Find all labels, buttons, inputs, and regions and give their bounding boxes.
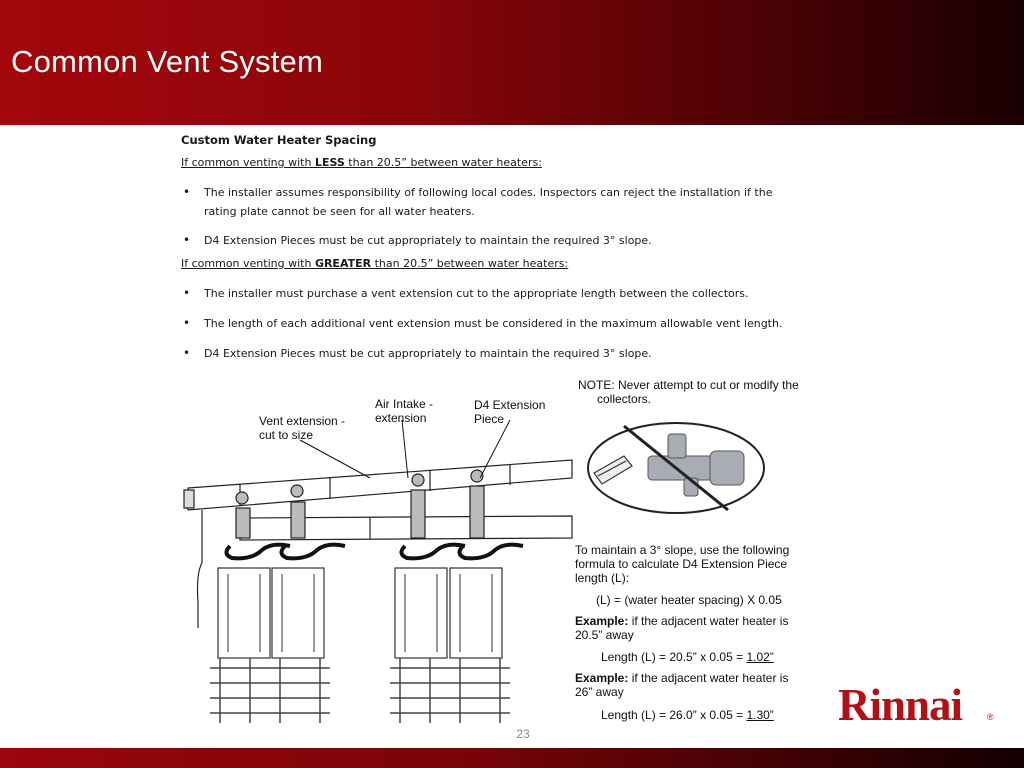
- slide-footer-bar: [0, 748, 1024, 768]
- example-result: 1.02”: [746, 650, 774, 664]
- example-1-calc: Length (L) = 20.5” x 0.05 = 1.02”: [601, 650, 851, 664]
- example-text: 26” away: [575, 685, 624, 699]
- water-heater-unit: [271, 567, 325, 659]
- connector: [410, 489, 426, 539]
- formula-intro-text: formula to calculate D4 Extension Piece: [575, 557, 788, 571]
- condition-less-keyword: LESS: [314, 156, 345, 169]
- bullet-icon: •: [183, 346, 191, 360]
- example-label: Example:: [575, 614, 629, 628]
- bullet-icon: •: [183, 316, 191, 330]
- bullet-text: The length of each additional vent exten…: [204, 317, 783, 330]
- connector: [235, 507, 251, 539]
- collector-cap: [470, 469, 484, 483]
- bullet-text: D4 Extension Pieces must be cut appropri…: [204, 347, 652, 360]
- example-text: if the adjacent water heater is: [628, 614, 789, 628]
- callout-air-intake: Air Intake - extension: [375, 397, 433, 425]
- formula-intro-text: To maintain a 3° slope, use the followin…: [575, 543, 790, 557]
- collector-cap: [235, 491, 249, 505]
- callout-text: cut to size: [259, 428, 314, 442]
- example-calc-text: Length (L) = 20.5” x 0.05 =: [601, 650, 747, 664]
- example-2: Example: if the adjacent water heater is…: [575, 671, 825, 699]
- callout-text: Piece: [474, 412, 505, 426]
- condition-greater-keyword: GREATER: [314, 257, 372, 270]
- callout-d4-extension: D4 Extension Piece: [474, 398, 545, 426]
- bullet-icon: •: [183, 286, 191, 300]
- condition-less: If common venting with LESS than 20.5” b…: [181, 156, 542, 169]
- formula-intro: To maintain a 3° slope, use the followin…: [575, 543, 825, 585]
- flex-hose: [224, 542, 291, 561]
- flex-hose: [399, 542, 466, 561]
- callout-text: D4 Extension: [474, 398, 546, 412]
- bullet-icon: •: [183, 185, 191, 199]
- bullet-text: The installer must purchase a vent exten…: [204, 287, 749, 300]
- formula-equation: (L) = (water heater spacing) X 0.05: [596, 593, 782, 607]
- example-label: Example:: [575, 671, 629, 685]
- note-text: collectors.: [597, 392, 652, 406]
- example-text: if the adjacent water heater is: [628, 671, 789, 685]
- list-item: • The installer assumes responsibility o…: [181, 183, 811, 221]
- vent-pipe-lower: [239, 515, 573, 541]
- example-text: 20.5” away: [575, 628, 634, 642]
- condition-less-prefix: If common venting with: [181, 156, 315, 169]
- do-not-cut-icon: [587, 422, 765, 514]
- page-number: 23: [516, 727, 530, 741]
- collector-cap: [411, 473, 425, 487]
- bullet-text: D4 Extension Pieces must be cut appropri…: [204, 234, 652, 247]
- vent-end-cap: [183, 489, 195, 509]
- water-heater-vent-illustration: [183, 419, 573, 723]
- mounting-rack: [210, 658, 510, 723]
- connector: [290, 501, 306, 539]
- callout-text: Air Intake -: [375, 397, 434, 411]
- condition-greater-suffix: than 20.5” between water heaters:: [371, 257, 569, 270]
- callout-text: extension: [375, 411, 427, 425]
- bullet-text: The installer assumes responsibility of …: [204, 186, 773, 218]
- example-result: 1.30”: [746, 708, 774, 722]
- slide-title: Common Vent System: [11, 44, 323, 79]
- water-heater-unit: [394, 567, 448, 659]
- water-heater-unit: [449, 567, 503, 659]
- flex-hose: [457, 542, 524, 561]
- flex-hose: [279, 542, 346, 561]
- rinnai-logo: Rinnai: [838, 680, 963, 730]
- list-item: • The installer must purchase a vent ext…: [181, 284, 811, 303]
- water-heater-unit: [217, 567, 271, 659]
- callout-text: Vent extension -: [259, 414, 346, 428]
- note-text: NOTE: Never attempt to cut or modify the: [578, 378, 799, 392]
- connector: [469, 485, 485, 539]
- callout-vent-extension: Vent extension - cut to size: [259, 414, 345, 442]
- condition-greater-prefix: If common venting with: [181, 257, 315, 270]
- collector-cap: [290, 484, 304, 498]
- slide-header: Common Vent System: [0, 0, 1024, 125]
- condition-less-suffix: than 20.5” between water heaters:: [344, 156, 542, 169]
- list-item: • D4 Extension Pieces must be cut approp…: [181, 231, 811, 250]
- condition-greater: If common venting with GREATER than 20.5…: [181, 257, 568, 270]
- formula-intro-text: length (L):: [575, 571, 630, 585]
- list-item: • D4 Extension Pieces must be cut approp…: [181, 344, 811, 363]
- note-block: NOTE: Never attempt to cut or modify the…: [578, 378, 818, 406]
- registered-mark: ®: [987, 712, 994, 722]
- list-item: • The length of each additional vent ext…: [181, 314, 811, 333]
- example-1: Example: if the adjacent water heater is…: [575, 614, 825, 642]
- example-2-calc: Length (L) = 26.0” x 0.05 = 1.30”: [601, 708, 851, 722]
- installation-diagram: Vent extension - cut to size Air Intake …: [180, 378, 580, 728]
- example-calc-text: Length (L) = 26.0” x 0.05 =: [601, 708, 747, 722]
- bullet-icon: •: [183, 233, 191, 247]
- doc-heading: Custom Water Heater Spacing: [181, 133, 377, 147]
